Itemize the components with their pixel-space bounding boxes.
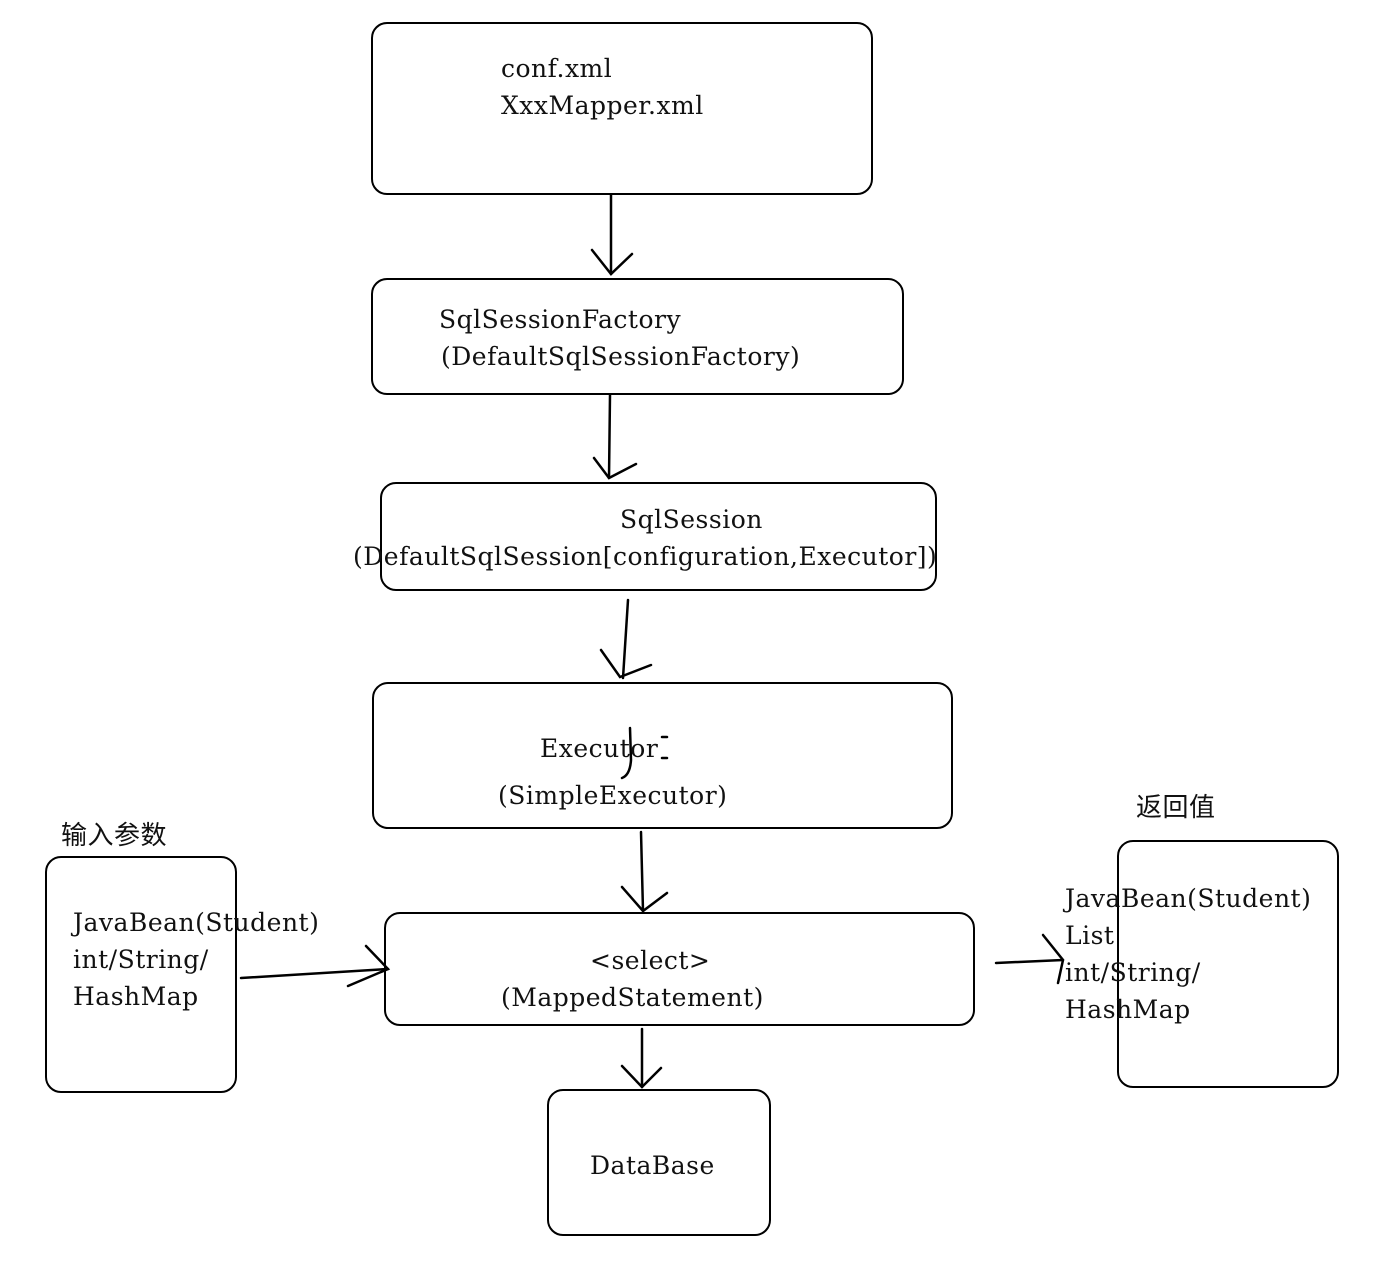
output-line2: List [1065, 921, 1115, 950]
input-heading: 输入参数 [61, 821, 168, 851]
arrow-session-to-executor [599, 598, 653, 680]
statement-line2: (MappedStatement) [501, 983, 764, 1012]
arrow-executor-to-statement [620, 830, 669, 913]
input-line2: int/String/ [73, 945, 209, 974]
factory-line1: SqlSessionFactory [439, 305, 682, 334]
output-line1: JavaBean(Student) [1065, 884, 1312, 913]
arrow-factory-to-session [592, 393, 638, 480]
input-line1: JavaBean(Student) [73, 908, 320, 937]
database-label: DataBase [590, 1151, 715, 1180]
factory-box [371, 278, 904, 395]
output-line4: HashMap [1065, 995, 1191, 1024]
executor-box [372, 682, 953, 829]
input-box [45, 856, 237, 1093]
session-line2: (DefaultSqlSession[configuration,Executo… [353, 542, 938, 571]
executor-line1: Executor [540, 734, 659, 763]
config-line1: conf.xml [501, 54, 613, 83]
output-box [1117, 840, 1339, 1088]
config-line2: XxxMapper.xml [501, 91, 704, 120]
arrow-input-to-statement [239, 944, 391, 988]
database-box [547, 1089, 771, 1236]
output-line3: int/String/ [1065, 958, 1201, 987]
input-line3: HashMap [73, 982, 199, 1011]
session-box [380, 482, 937, 591]
statement-line1: <select> [590, 946, 711, 975]
arrow-statement-to-output [994, 933, 1065, 985]
factory-line2: (DefaultSqlSessionFactory) [441, 342, 801, 371]
statement-box [384, 912, 975, 1026]
output-heading: 返回值 [1136, 793, 1216, 823]
executor-line2: (SimpleExecutor) [498, 781, 728, 810]
config-box [371, 22, 873, 195]
arrow-config-to-factory [590, 193, 634, 276]
arrow-statement-to-database [620, 1027, 663, 1089]
session-line1: SqlSession [620, 505, 763, 534]
